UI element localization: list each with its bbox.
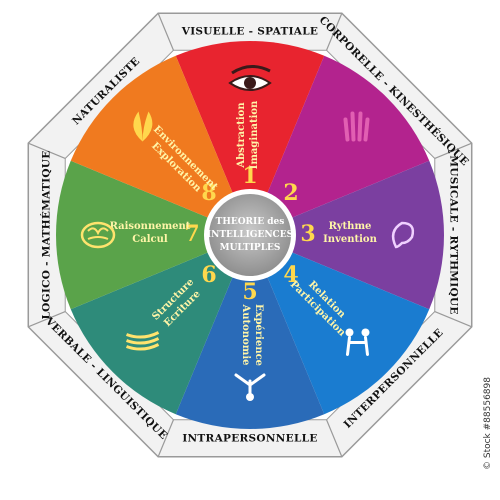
- stock-credit: © Stock #88556898: [483, 377, 493, 470]
- center-title-line2: INTELLIGENCES: [207, 230, 293, 240]
- wedge: [250, 160, 444, 310]
- wedge-label-line2: Imagination: [249, 100, 260, 169]
- wedge-number: 7: [184, 221, 199, 247]
- wedge-label-line1: Rythme: [329, 221, 372, 232]
- center-title-line1: THEORIE des: [216, 217, 285, 227]
- wedge-label-line2: Autonomie: [240, 303, 251, 365]
- rim-label: INTRAPERSONNELLE: [182, 432, 317, 444]
- wedge-label-line2: Calcul: [132, 234, 168, 245]
- color-wheel: [55, 41, 444, 429]
- leaf-icon: [133, 111, 153, 142]
- wedge-number: 2: [283, 180, 298, 206]
- rim-label: LOGICO - MATHÉMATIQUE: [39, 150, 53, 319]
- wedge: [250, 55, 430, 236]
- wedge: [175, 41, 325, 235]
- ear-icon: [391, 221, 415, 249]
- center-title-line3: MULTIPLES: [220, 243, 281, 253]
- person-icon: [234, 373, 266, 401]
- wedge-number: 5: [242, 279, 257, 305]
- rim-divider: [434, 142, 472, 160]
- wedge-label-line1: Raisonnement: [110, 221, 191, 232]
- wedge: [70, 235, 251, 415]
- brain-icon: [80, 221, 116, 249]
- people-icon: [345, 328, 370, 356]
- wedge-number: 6: [201, 262, 216, 288]
- rim-divider: [28, 310, 66, 328]
- wedge-label-line1: Abstraction: [236, 102, 247, 169]
- wedge-label-line2: Invention: [323, 234, 377, 245]
- book-icon: [125, 331, 160, 351]
- center-badge: THEORIE des INTELLIGENCES MULTIPLES: [204, 189, 296, 281]
- rim-divider: [325, 13, 343, 51]
- wedge-number: 1: [242, 163, 257, 189]
- wedge: [55, 160, 250, 310]
- rim-divider: [157, 13, 175, 51]
- eye-icon: [228, 65, 272, 91]
- wedge: [175, 235, 325, 429]
- rim-divider: [157, 419, 175, 457]
- center-circle: [209, 194, 291, 276]
- rim-label: MUSICALE - RYTHMIQUE: [447, 155, 459, 314]
- wedge-number: 3: [300, 221, 315, 247]
- wedge-label-line1: Expérience: [253, 304, 264, 366]
- wedge: [250, 235, 430, 415]
- rim-divider: [28, 142, 66, 160]
- wedge-number: 4: [283, 262, 298, 288]
- wedge-number: 8: [201, 180, 216, 206]
- wedge: [70, 55, 251, 236]
- rim-divider: [434, 310, 472, 328]
- rim-divider: [325, 419, 343, 457]
- hand-icon: [343, 111, 370, 142]
- rim-label: VISUELLE - SPATIALE: [181, 26, 318, 38]
